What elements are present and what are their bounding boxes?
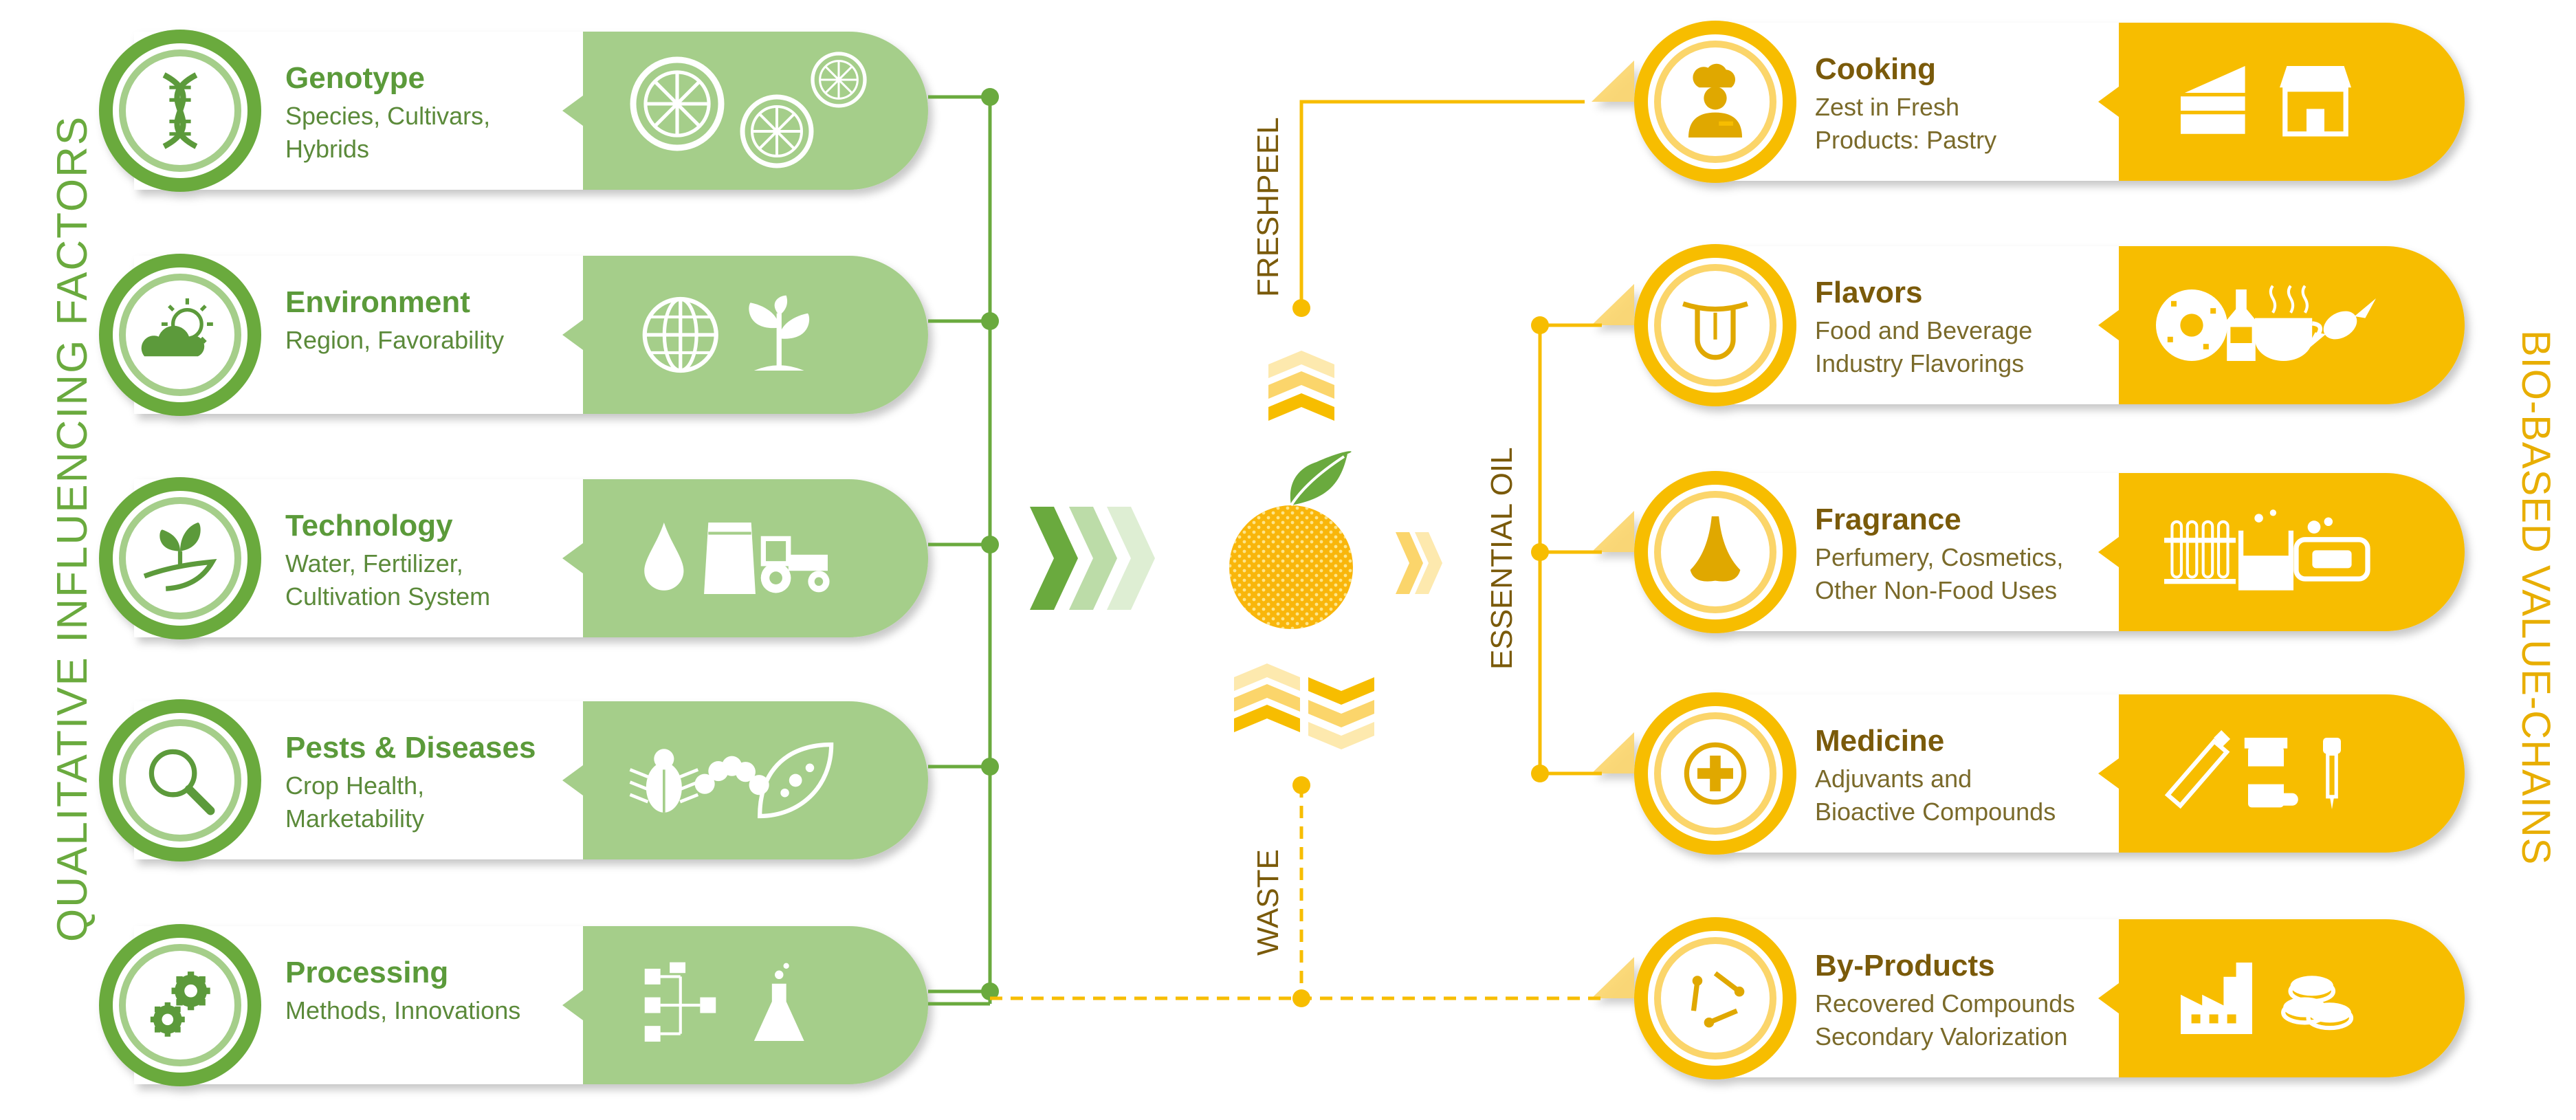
hand-plant-icon xyxy=(143,523,217,591)
factor-card-4 xyxy=(99,699,928,861)
chevron-up-icon xyxy=(1234,705,1300,732)
flask-icon xyxy=(753,963,804,1041)
sun-cloud-icon xyxy=(141,298,213,357)
chef-icon xyxy=(1688,63,1742,138)
sprout-icon xyxy=(749,295,810,371)
medical-cross-icon xyxy=(1684,742,1747,805)
factor-connector xyxy=(928,88,999,1006)
process-flow-icon xyxy=(644,962,716,1042)
beaker-icon xyxy=(2238,509,2294,591)
candy-icon xyxy=(2304,298,2376,352)
waste-label: WASTE xyxy=(1251,849,1285,956)
donut-icon xyxy=(2156,289,2227,361)
factor-subtitle-2: Region, Favorability xyxy=(285,326,505,354)
beetle-icon xyxy=(629,749,699,813)
chevron-up-icon xyxy=(1234,663,1300,691)
citrus-slice-icon xyxy=(630,56,725,151)
factor-title-3: Technology xyxy=(285,509,453,542)
magnifier-icon xyxy=(148,749,215,815)
citrus-slice-icon xyxy=(811,52,867,108)
chevron-up-icon xyxy=(1268,351,1334,378)
value-chain-subtitle-5: Recovered Compounds Secondary Valorizati… xyxy=(1815,989,2076,1051)
value-chain-card-4 xyxy=(1592,692,2465,855)
chevron-down-icon xyxy=(1308,700,1374,727)
factor-card-2 xyxy=(99,254,928,416)
chevron-down-icon xyxy=(1308,722,1374,749)
dropper-icon xyxy=(2323,738,2341,809)
gears-icon xyxy=(150,971,210,1037)
nose-icon xyxy=(1690,516,1741,582)
essential-oil-label: ESSENTIAL OIL xyxy=(1485,447,1519,670)
chevron-up-icon xyxy=(1234,684,1300,712)
infected-leaf-icon xyxy=(758,742,834,819)
value-chain-title-1: Cooking xyxy=(1815,52,1936,86)
recycle-icon xyxy=(1691,971,1745,1028)
value-chain-subtitle-1: Zest in Fresh Products: Pastry xyxy=(1815,93,1997,154)
value-chain-card-5 xyxy=(1592,917,2465,1079)
chevron-up-icon xyxy=(1268,371,1334,399)
test-tubes-icon xyxy=(2164,520,2236,584)
value-chain-card-2 xyxy=(1592,244,2465,406)
right-side-title: BIO-BASED VALUE-CHAINS xyxy=(2513,330,2558,866)
chevron-right-icon xyxy=(1107,507,1155,610)
value-chain-title-5: By-Products xyxy=(1815,949,1995,982)
chevron-right-icon xyxy=(1069,507,1117,610)
factor-subtitle-4: Crop Health, Marketability xyxy=(285,771,425,833)
chevron-down-icon xyxy=(1308,677,1374,705)
factor-title-4: Pests & Diseases xyxy=(285,731,536,765)
globe-icon xyxy=(642,296,718,373)
factor-card-5 xyxy=(99,924,928,1086)
caterpillar-icon xyxy=(694,756,769,795)
factor-title-2: Environment xyxy=(285,285,470,319)
factor-title-5: Processing xyxy=(285,956,449,989)
value-chain-subtitle-4: Adjuvants and Bioactive Compounds xyxy=(1815,765,2056,826)
ointment-tube-icon xyxy=(2164,729,2231,809)
chevron-right-icon xyxy=(1396,532,1423,594)
chevron-right-icon xyxy=(1415,532,1442,594)
factor-title-1: Genotype xyxy=(285,61,425,95)
soap-icon xyxy=(2293,517,2370,582)
factor-subtitle-3: Water, Fertilizer, Cultivation System xyxy=(285,549,491,611)
factor-card-3 xyxy=(99,477,928,639)
value-chain-subtitle-2: Food and Beverage Industry Flavorings xyxy=(1815,316,2033,377)
factor-card-1 xyxy=(99,30,928,192)
orange-fruit-icon xyxy=(1229,451,1353,629)
value-chain-connector xyxy=(990,100,1602,1007)
freshpeel-label: FRESHPEEL xyxy=(1251,117,1285,297)
value-chain-title-2: Flavors xyxy=(1815,276,1923,309)
chevron-right-icon xyxy=(1030,507,1078,610)
shop-icon xyxy=(2280,66,2351,137)
value-chain-title-3: Fragrance xyxy=(1815,503,1961,536)
value-chain-subtitle-3: Perfumery, Cosmetics, Other Non-Food Use… xyxy=(1815,543,2064,604)
fertilizer-bag-icon xyxy=(704,523,756,594)
bottle-icon xyxy=(2227,289,2256,361)
value-chain-card-3 xyxy=(1592,471,2465,633)
chevron-up-icon xyxy=(1268,393,1334,421)
factory-icon xyxy=(2181,963,2252,1034)
value-chain-title-4: Medicine xyxy=(1815,724,1945,758)
value-chain-card-1 xyxy=(1592,21,2465,183)
tractor-icon xyxy=(760,536,830,593)
pill-bottle-icon xyxy=(2244,738,2298,808)
dna-icon xyxy=(162,72,198,149)
citrus-slice-icon xyxy=(740,94,814,168)
water-drop-icon xyxy=(644,523,684,591)
factor-subtitle-5: Methods, Innovations xyxy=(285,996,521,1024)
left-side-title: QUALITATIVE INFLUENCING FACTORS xyxy=(49,115,96,942)
cake-slice-icon xyxy=(2181,66,2245,134)
coins-icon xyxy=(2281,976,2354,1031)
tongue-icon xyxy=(1682,301,1748,360)
factor-subtitle-1: Species, Cultivars, Hybrids xyxy=(285,102,491,163)
